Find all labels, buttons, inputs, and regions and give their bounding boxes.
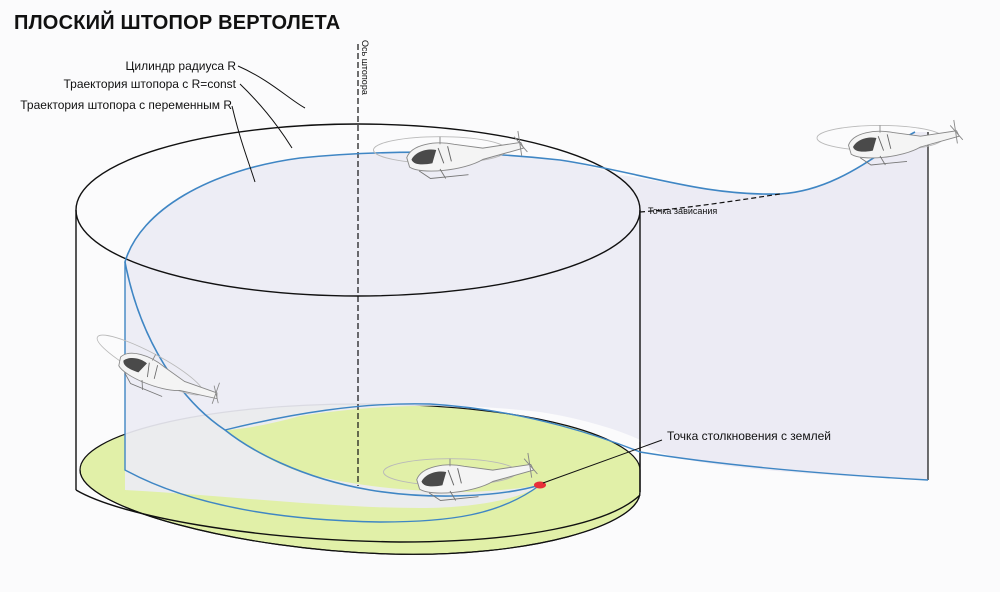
ground-impact-label: Точка столкновения с землей bbox=[667, 429, 831, 443]
spin-axis-label: Ось штопора bbox=[360, 40, 370, 95]
hover-surface bbox=[620, 132, 928, 480]
ground-impact-point bbox=[534, 481, 546, 489]
page-title: ПЛОСКИЙ ШТОПОР ВЕРТОЛЕТА bbox=[14, 12, 341, 34]
trajectory-const-label: Траектория штопора с R=const bbox=[63, 77, 236, 91]
trajectory-variable-label: Траектория штопора с переменным R bbox=[20, 98, 232, 112]
lower-trajectory bbox=[124, 262, 541, 523]
cylinder-bottom-front bbox=[75, 489, 641, 543]
hover-point-label: Точка зависания bbox=[648, 206, 717, 216]
spin-trajectory bbox=[124, 131, 916, 497]
hover-point-dashes bbox=[639, 193, 781, 213]
descent-trajectory bbox=[224, 403, 929, 481]
cylinder-label: Цилиндр радиуса R bbox=[125, 59, 236, 73]
trajectory-surface bbox=[125, 152, 640, 508]
